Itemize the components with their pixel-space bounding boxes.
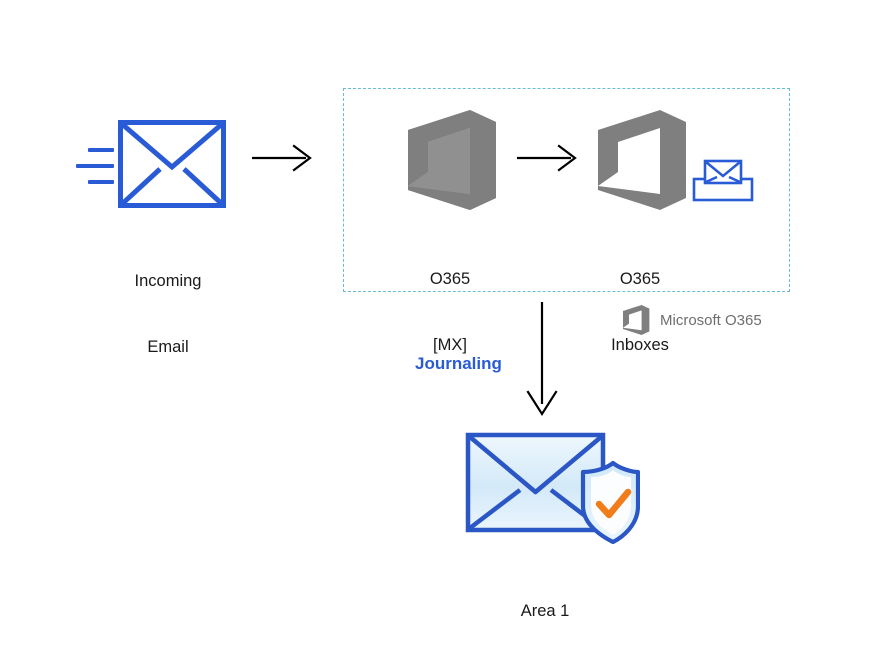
envelope-icon: [118, 120, 226, 208]
o365-inboxes-caption: O365 Inboxes: [570, 224, 710, 400]
arrow-mx-to-inboxes: [517, 144, 577, 172]
caption-line-2: Email: [147, 338, 189, 356]
caption-line-1: O365: [429, 270, 471, 288]
caption-line-1: Incoming: [134, 272, 202, 290]
journaling-label: Journaling: [415, 354, 502, 373]
motion-line-icon: [76, 164, 114, 168]
o365-boundary-box: [343, 88, 790, 292]
area1-caption: Area 1 email security: [445, 556, 645, 653]
office-365-logo-icon: [408, 110, 496, 210]
motion-line-icon: [88, 148, 114, 152]
motion-line-icon: [88, 180, 114, 184]
legend-label: Microsoft O365: [660, 311, 762, 329]
incoming-email-node: [70, 118, 230, 210]
caption-line-2: Inboxes: [611, 336, 669, 354]
incoming-email-caption: Incoming Email: [68, 226, 268, 402]
office-365-logo-icon: [623, 305, 650, 335]
inbox-tray-icon: [692, 159, 754, 202]
caption-line-1: Area 1: [520, 602, 570, 620]
o365-mx-caption: O365 [MX]: [380, 224, 520, 400]
shielded-envelope-icon: [465, 432, 641, 545]
caption-line-1: O365: [619, 270, 661, 288]
caption-line-2: [MX]: [433, 336, 467, 354]
office-365-logo-icon: [598, 110, 686, 210]
arrow-incoming-to-o365: [252, 144, 312, 172]
o365-mx-node: [398, 108, 498, 212]
o365-inboxes-node: [588, 108, 688, 212]
legend-microsoft-o365: Microsoft O365: [620, 303, 762, 337]
arrow-journaling-down: [526, 302, 558, 417]
area1-email-security-node: [465, 430, 641, 545]
